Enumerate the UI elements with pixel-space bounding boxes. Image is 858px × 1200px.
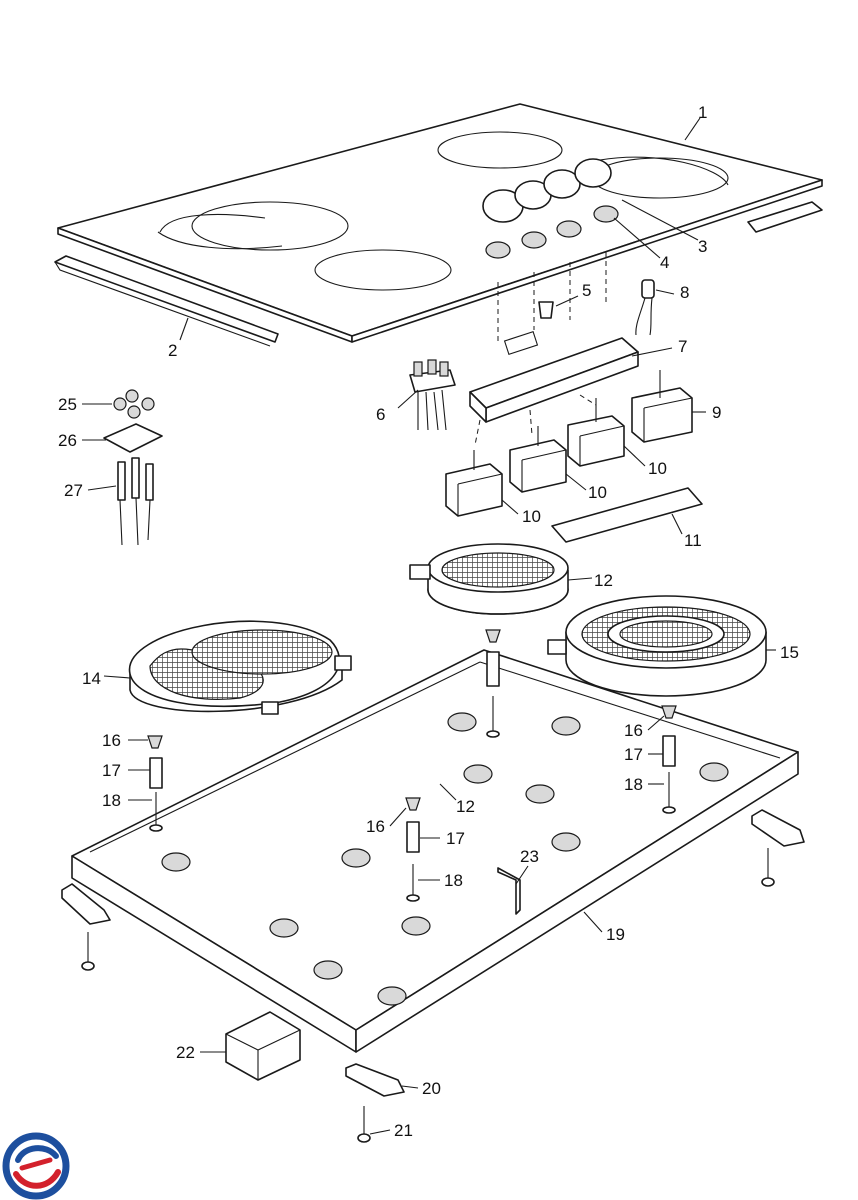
callout-1: 1 <box>698 103 707 122</box>
support-stud-left <box>147 735 163 832</box>
callout-8: 8 <box>680 283 689 302</box>
callout-16b: 16 <box>366 817 385 836</box>
callout-9: 9 <box>712 403 721 422</box>
knob-bezels <box>485 205 619 259</box>
callout-27: 27 <box>64 481 83 500</box>
callout-19: 19 <box>606 925 625 944</box>
callout-6: 6 <box>376 405 385 424</box>
support-stud-right <box>661 705 677 814</box>
switch-bracket <box>469 331 639 423</box>
callout-22: 22 <box>176 1043 195 1062</box>
tray-dimples <box>161 712 729 1006</box>
callout-15: 15 <box>780 643 799 662</box>
callout-16c: 16 <box>624 721 643 740</box>
callout-16a: 16 <box>102 731 121 750</box>
callout-labels: 1 2 3 4 5 6 7 8 9 10 10 10 11 12 14 15 1… <box>58 103 799 1140</box>
terminal-box <box>225 1011 301 1081</box>
indicator-lamp <box>635 279 655 336</box>
callout-17c: 17 <box>624 745 643 764</box>
support-stud-upper <box>485 629 501 738</box>
callout-10a: 10 <box>648 459 667 478</box>
callout-18a: 18 <box>102 791 121 810</box>
fixing-screw-bottom <box>357 1106 371 1143</box>
callout-12a: 12 <box>594 571 613 590</box>
callout-18c: 18 <box>624 775 643 794</box>
lamp-holder <box>538 301 554 319</box>
fixing-clip-bottom <box>345 1063 405 1097</box>
callout-4: 4 <box>660 253 669 272</box>
fixing-clip-right <box>751 809 805 887</box>
seal-strip <box>54 201 823 347</box>
energy-regulator-10a <box>567 398 625 467</box>
terminal-connector <box>409 359 456 431</box>
energy-regulator-9 <box>631 370 693 443</box>
callout-10c: 10 <box>522 507 541 526</box>
circular-brand-logo <box>2 1132 70 1200</box>
base-tray <box>71 649 799 1053</box>
control-knobs <box>482 158 612 223</box>
callout-12b: 12 <box>456 797 475 816</box>
fixing-clip-left <box>61 883 111 971</box>
callout-17a: 17 <box>102 761 121 780</box>
callout-17b: 17 <box>446 829 465 848</box>
callout-2: 2 <box>168 341 177 360</box>
terminal-pins <box>117 457 154 546</box>
callout-5: 5 <box>582 281 591 300</box>
leader-lines <box>82 117 776 1135</box>
callout-14: 14 <box>82 669 101 688</box>
callout-18b: 18 <box>444 871 463 890</box>
callout-23: 23 <box>520 847 539 866</box>
callout-7: 7 <box>678 337 687 356</box>
oval-dual-element <box>129 620 352 715</box>
insulation-sheet <box>551 487 703 543</box>
glass-ceramic-top <box>57 103 823 343</box>
bracket-clip <box>497 867 521 915</box>
radiant-element-upper <box>409 543 569 615</box>
support-stud-center <box>405 797 421 902</box>
dual-radiant-element <box>547 595 767 697</box>
energy-regulator-10b <box>509 426 567 493</box>
callout-10b: 10 <box>588 483 607 502</box>
terminal-plate <box>103 423 163 453</box>
callout-21: 21 <box>394 1121 413 1140</box>
terminal-caps <box>113 389 155 419</box>
assembly-lines <box>474 252 607 446</box>
callout-11: 11 <box>684 531 702 550</box>
callout-20: 20 <box>422 1079 441 1098</box>
callout-26: 26 <box>58 431 77 450</box>
energy-regulator-10c <box>445 450 503 517</box>
callout-25: 25 <box>58 395 77 414</box>
callout-3: 3 <box>698 237 707 256</box>
